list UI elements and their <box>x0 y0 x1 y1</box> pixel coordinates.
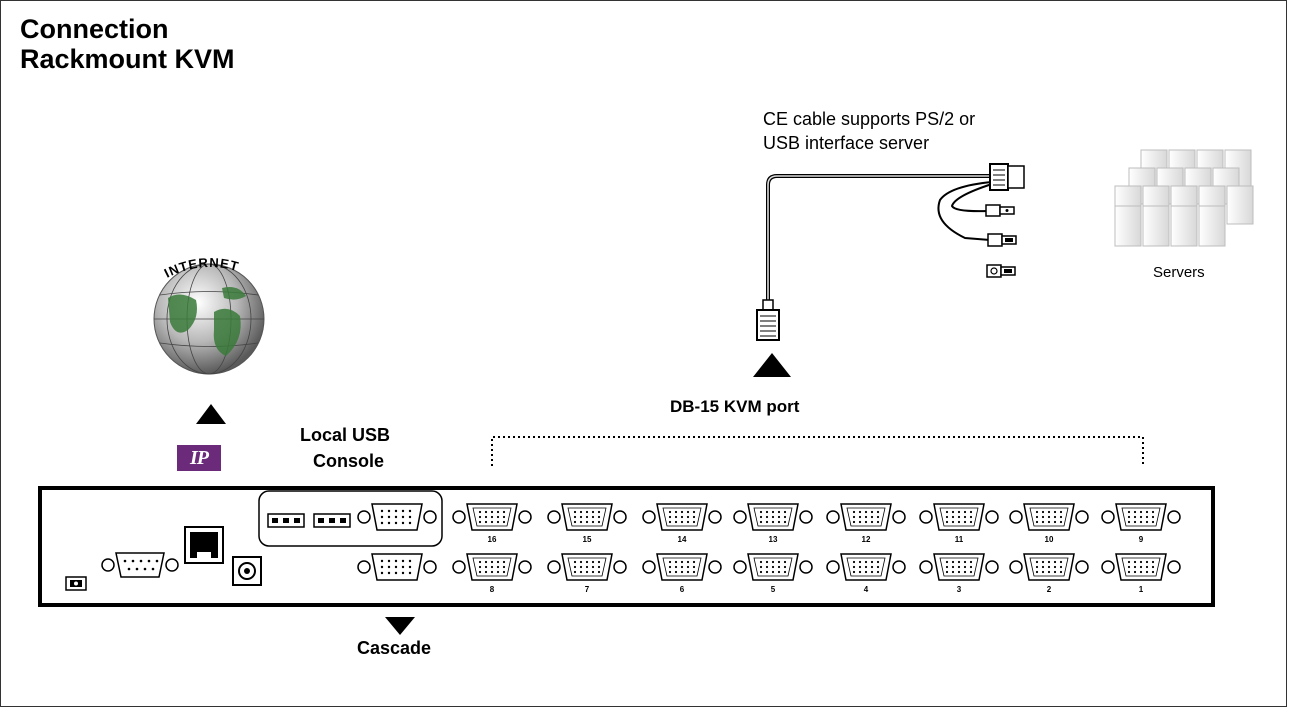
kvm-port-number: 13 <box>768 535 778 544</box>
usb-port-2-icon[interactable] <box>313 513 351 528</box>
diagram-title-line2: Rackmount KVM <box>20 44 235 74</box>
kvm-port-7-icon[interactable] <box>547 553 627 581</box>
kvm-port-number: 6 <box>679 585 685 594</box>
kvm-port-14-icon[interactable] <box>642 503 722 531</box>
cascade-down-arrow-icon <box>385 617 415 635</box>
kvm-port-number: 1 <box>1138 585 1144 594</box>
kvm-port-number: 15 <box>582 535 592 544</box>
kvm-port-number: 4 <box>863 585 869 594</box>
kvm-port-number: 16 <box>487 535 497 544</box>
ce-cable-label-line2: USB interface server <box>763 133 930 153</box>
ce-cable-icon <box>756 163 1025 341</box>
power-switch-icon[interactable] <box>65 576 87 591</box>
internet-up-arrow-icon <box>196 404 226 424</box>
db15-port-label: DB-15 KVM port <box>670 397 800 416</box>
kvm-port-6-icon[interactable] <box>642 553 722 581</box>
kvm-port-2-icon[interactable] <box>1009 553 1089 581</box>
kvm-port-number: 11 <box>954 535 964 544</box>
cascade-vga-port-icon[interactable] <box>357 553 437 581</box>
kvm-port-number: 2 <box>1046 585 1052 594</box>
kvm-port-9-icon[interactable] <box>1101 503 1181 531</box>
ce-cable-label-line1: CE cable supports PS/2 or <box>763 109 976 129</box>
kvm-port-11-icon[interactable] <box>919 503 999 531</box>
kvm-port-number: 3 <box>956 585 962 594</box>
local-usb-console-box <box>258 490 443 547</box>
servers-label: Servers <box>1153 264 1205 281</box>
local-usb-label-line1: Local USB <box>300 425 391 445</box>
cascade-label: Cascade <box>357 638 432 658</box>
kvm-port-10-icon[interactable] <box>1009 503 1089 531</box>
kvm-port-number: 7 <box>584 585 590 594</box>
kvm-port-3-icon[interactable] <box>919 553 999 581</box>
kvm-port-4-icon[interactable] <box>826 553 906 581</box>
kvm-port-13-icon[interactable] <box>733 503 813 531</box>
kvm-port-number: 8 <box>489 585 495 594</box>
kvm-port-15-icon[interactable] <box>547 503 627 531</box>
kvm-port-5-icon[interactable] <box>733 553 813 581</box>
serial-port-icon[interactable] <box>101 552 179 578</box>
kvm-port-number: 9 <box>1138 535 1144 544</box>
ip-badge-icon: IP <box>177 445 221 471</box>
ethernet-port-icon[interactable] <box>184 526 224 564</box>
internet-globe-icon <box>153 263 265 375</box>
kvm-ports-bracket <box>491 436 1144 466</box>
kvm-port-number: 12 <box>861 535 871 544</box>
console-vga-port-icon[interactable] <box>357 503 437 531</box>
kvm-port-number: 10 <box>1044 535 1054 544</box>
servers-icon <box>1114 149 1254 247</box>
kvm-port-number: 14 <box>677 535 687 544</box>
usb-port-1-icon[interactable] <box>267 513 305 528</box>
kvm-port-8-icon[interactable] <box>452 553 532 581</box>
diagram-title-line1: Connection <box>20 14 169 44</box>
local-usb-label-line2: Console <box>313 451 385 471</box>
kvm-port-12-icon[interactable] <box>826 503 906 531</box>
power-jack-icon[interactable] <box>232 556 262 586</box>
kvm-port-grid <box>452 503 1181 581</box>
kvm-port-16-icon[interactable] <box>452 503 532 531</box>
kvm-port-number: 5 <box>770 585 776 594</box>
db15-up-arrow-icon <box>753 353 791 377</box>
kvm-port-1-icon[interactable] <box>1101 553 1181 581</box>
